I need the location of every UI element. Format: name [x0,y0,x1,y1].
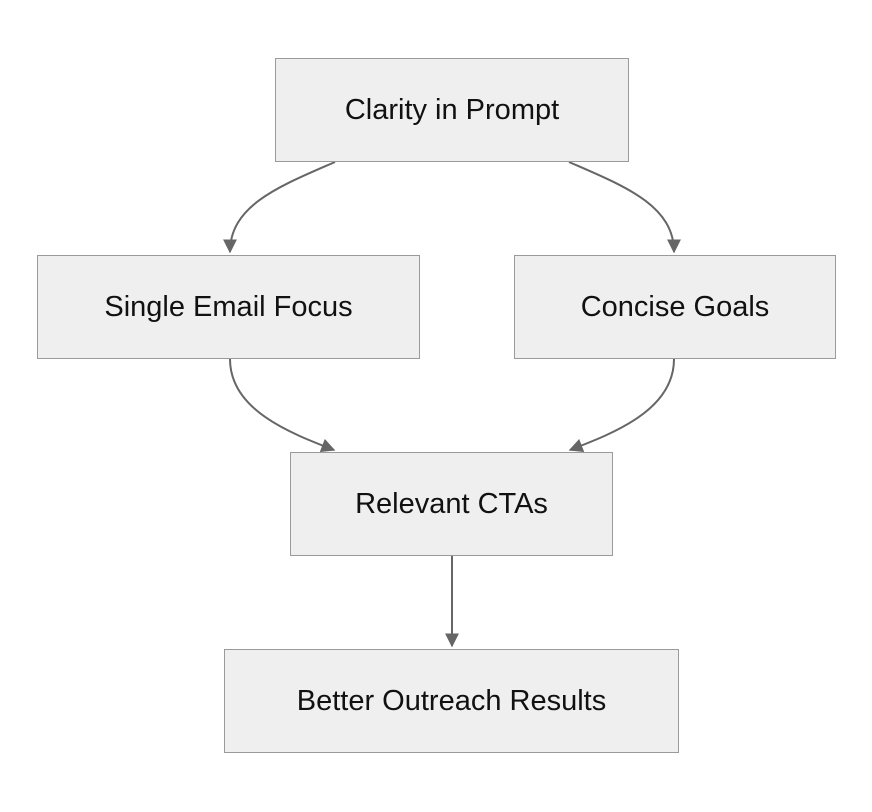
node-better-outreach-results: Better Outreach Results [224,649,679,753]
node-single-email-focus: Single Email Focus [37,255,420,359]
edge-clarity-to-concise-goals [568,161,681,254]
node-label: Relevant CTAs [355,487,548,520]
node-label: Concise Goals [580,290,770,323]
edge-clarity-to-single-email [223,161,336,254]
edge-single-email-to-relevant-ctas [229,358,336,452]
node-label: Single Email Focus [104,290,353,323]
edge-concise-goals-to-relevant-ctas [568,358,675,452]
node-relevant-ctas: Relevant CTAs [290,452,613,556]
node-concise-goals: Concise Goals [514,255,836,359]
node-label: Clarity in Prompt [344,93,560,126]
node-label: Better Outreach Results [296,684,607,717]
node-clarity-in-prompt: Clarity in Prompt [275,58,629,162]
